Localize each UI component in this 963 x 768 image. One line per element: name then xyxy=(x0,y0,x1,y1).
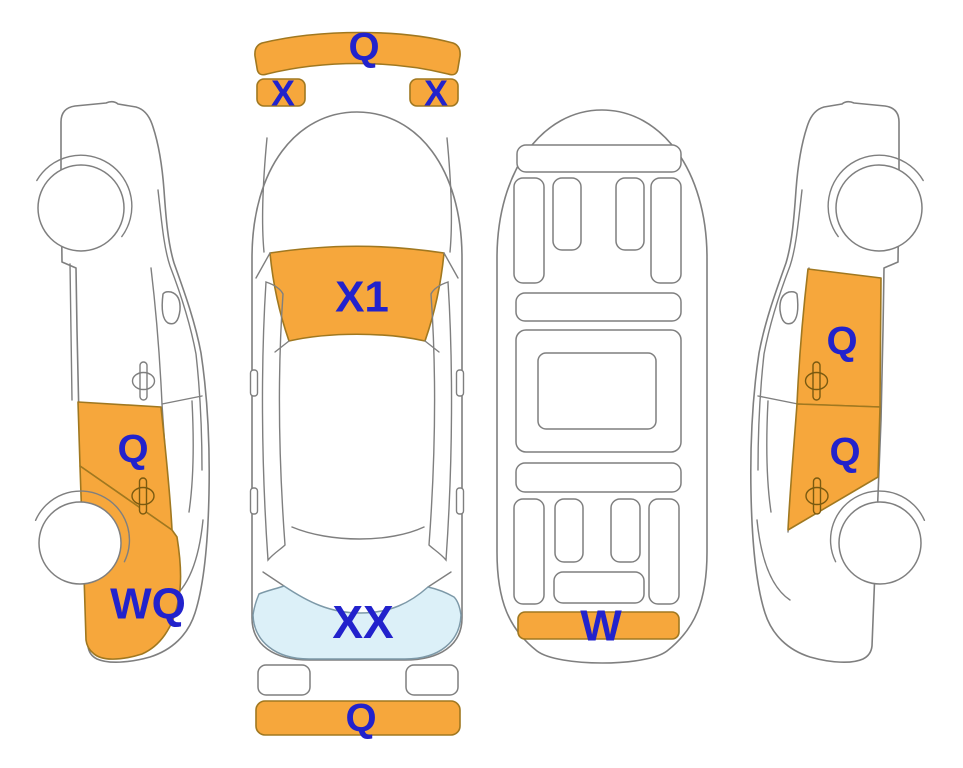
top-front-bumper-zone[interactable] xyxy=(254,31,461,76)
top-body-outline xyxy=(251,111,463,661)
right-side-view: Q Q xyxy=(750,100,926,663)
top-headlight-left-label: X xyxy=(271,73,295,114)
top-headlight-right-label: X xyxy=(424,73,448,114)
underbody-rear-crossmember-label: W xyxy=(580,602,622,651)
left-rear-wheel xyxy=(38,501,122,585)
top-side-glass-left xyxy=(261,281,286,562)
top-windshield-label: X1 xyxy=(335,273,389,322)
left-front-door-handle xyxy=(131,361,156,401)
top-roof-rear-edge xyxy=(291,526,425,540)
right-a-pillar-inner-line xyxy=(757,189,803,471)
left-c-pillar-line xyxy=(188,400,194,513)
top-handle-rear-left xyxy=(249,487,259,515)
underbody-front-crossmember xyxy=(516,144,682,173)
top-handle-front-left xyxy=(249,369,259,397)
underbody-front-rail-inner-left xyxy=(552,177,582,251)
left-front-fender-arc xyxy=(36,154,133,238)
underbody-front-rail-outer-left xyxy=(513,177,545,284)
underbody-mid-crossmember-front xyxy=(515,292,682,322)
top-front-bumper-label: Q xyxy=(348,25,379,69)
right-rear-fender-arc xyxy=(829,490,926,563)
right-c-pillar-line xyxy=(766,400,772,513)
top-hood-line-left xyxy=(261,137,268,253)
underbody-rear-rail-inner-left xyxy=(554,498,584,563)
top-headlight-left-zone[interactable] xyxy=(256,78,306,107)
top-headlight-right-zone[interactable] xyxy=(409,78,459,107)
left-a-pillar-inner-line xyxy=(157,189,203,471)
top-taillight-right xyxy=(405,664,459,696)
left-side-view: Q WQ xyxy=(34,100,210,663)
underbody-rear-rail-outer-left xyxy=(513,498,545,605)
right-rear-door-label: Q xyxy=(829,430,860,474)
right-trunk-line xyxy=(756,519,791,601)
top-view: Q X X X1 XX Q xyxy=(249,25,465,740)
underbody-rear-rail-outer-right xyxy=(648,498,680,605)
left-rear-quarter-label: WQ xyxy=(110,580,186,629)
left-front-wheel xyxy=(37,164,125,252)
left-rear-fender-arc xyxy=(34,490,131,563)
underbody-rear-crossmember-zone[interactable] xyxy=(517,611,680,640)
top-rear-window-zone[interactable] xyxy=(252,585,462,660)
top-rear-bumper-label: Q xyxy=(345,696,376,740)
left-b-pillar-line xyxy=(161,395,203,405)
right-front-fender-arc xyxy=(827,154,924,238)
top-a-pillar-left-inner xyxy=(274,340,290,353)
underbody-front-rail-outer-right xyxy=(650,177,682,284)
top-rear-window-label: XX xyxy=(332,596,394,648)
top-rear-bumper-zone[interactable] xyxy=(255,700,461,736)
left-rear-door-label: Q xyxy=(117,427,148,471)
right-side-mirror xyxy=(779,291,799,325)
top-a-pillar-right xyxy=(443,252,459,279)
underbody-rear-rail-inner-right xyxy=(610,498,641,563)
top-a-pillar-left xyxy=(255,252,271,279)
right-front-door-label: Q xyxy=(826,319,857,363)
top-handle-front-right xyxy=(455,369,465,397)
top-a-pillar-right-inner xyxy=(424,340,440,353)
underbody-floor-tunnel xyxy=(537,352,657,430)
underbody-mid-crossmember-rear xyxy=(515,462,682,493)
underbody-front-rail-inner-right xyxy=(615,177,645,251)
left-rear-door-handle xyxy=(131,477,155,515)
underbody-rear-panel xyxy=(553,571,645,604)
top-taillight-left xyxy=(257,664,311,696)
right-front-wheel xyxy=(835,164,923,252)
top-handle-rear-right xyxy=(455,487,465,515)
right-rear-door-zone[interactable] xyxy=(787,403,881,531)
underbody-view: W xyxy=(496,109,708,664)
top-c-pillar-left xyxy=(262,571,285,587)
right-rear-door-handle xyxy=(805,477,829,515)
top-c-pillar-right xyxy=(427,571,452,588)
right-rear-wheel xyxy=(838,501,922,585)
top-hood-line-right xyxy=(446,137,453,253)
right-front-door-handle xyxy=(804,361,829,401)
right-b-pillar-line xyxy=(757,395,799,405)
top-side-glass-right xyxy=(428,281,453,562)
left-rocker-line xyxy=(69,263,73,401)
left-side-mirror xyxy=(161,291,181,325)
